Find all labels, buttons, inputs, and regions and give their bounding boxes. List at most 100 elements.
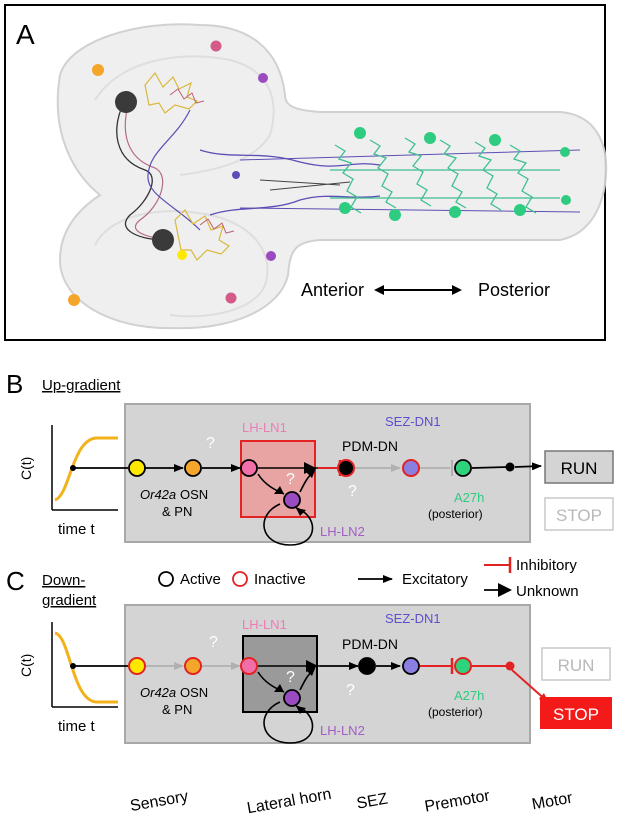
self-loop-lhln2 — [263, 701, 314, 744]
label-lhln1: LH-LN1 — [242, 420, 287, 435]
question-mark: ? — [286, 669, 295, 686]
node-osn — [128, 459, 146, 477]
unknown-head — [304, 462, 316, 474]
self-loop-lhln2 — [263, 503, 314, 546]
label-posterior: (posterior) — [428, 705, 483, 719]
legend-excitatory: Excitatory — [402, 571, 468, 588]
neurite-path — [259, 179, 351, 191]
panel-b: B Up-gradient C(t) time t — [6, 369, 614, 546]
run-label-down: RUN — [558, 656, 595, 675]
node-a27h — [454, 657, 472, 675]
panel-b-label: B — [6, 369, 23, 399]
run-label-up: RUN — [561, 459, 598, 478]
axis-arrowheads — [374, 285, 462, 295]
stage-lateral-horn: Lateral horn — [246, 786, 333, 818]
question-mark: ? — [286, 471, 295, 488]
plot-xlabel: time t — [58, 718, 96, 735]
question-mark: ? — [206, 435, 215, 452]
legend-active-symbol — [158, 571, 174, 587]
label-pn: & PN — [162, 504, 192, 519]
stage-sensory: Sensory — [129, 788, 190, 815]
run-box-up — [544, 450, 614, 484]
soma-orange-upper — [92, 64, 104, 76]
brain-lobe-outline — [94, 210, 269, 318]
segmental-motor-network — [330, 137, 560, 214]
label-pn: & PN — [162, 702, 192, 717]
panel-b-title: Up-gradient — [42, 377, 121, 394]
neurite-path — [199, 149, 381, 167]
panel-a: A — [16, 19, 608, 330]
motor-node — [505, 661, 515, 671]
soma-purple-upper — [258, 73, 268, 83]
stop-box-down — [540, 697, 612, 729]
node-pn — [184, 657, 202, 675]
panel-c-title-2: gradient — [42, 592, 97, 609]
label-osn: OSN — [180, 487, 208, 502]
unknown-head — [296, 508, 306, 516]
node-lhln1 — [240, 459, 258, 477]
label-lhln2: LH-LN2 — [320, 524, 365, 539]
question-mark: ? — [348, 483, 357, 500]
neuron-tuft-upper — [144, 71, 199, 114]
node-osn — [128, 657, 146, 675]
question-mark: ? — [346, 682, 355, 699]
stage-motor: Motor — [531, 790, 575, 814]
neurite-path — [147, 109, 201, 231]
neuron-tuft-lower — [174, 209, 230, 261]
soma-pink-upper — [210, 40, 222, 52]
panel-c: C Down- gradient C(t) time t — [6, 566, 612, 744]
motor-node — [505, 462, 515, 472]
soma-black-upper — [115, 91, 137, 113]
node-lhln2 — [283, 491, 301, 509]
soma-blue — [232, 171, 240, 179]
stop-label-down: STOP — [553, 705, 599, 724]
legend-inactive: Inactive — [254, 571, 306, 588]
plot-xlabel: time t — [58, 521, 96, 538]
motor-somata — [339, 127, 571, 221]
edge-motor-stop — [511, 669, 549, 703]
panel-c-title-1: Down- — [42, 572, 85, 589]
stage-labels: Sensory Lateral horn SEZ Premotor Motor — [129, 786, 575, 818]
label-lhln1: LH-LN1 — [242, 617, 287, 632]
legend-active: Active — [180, 571, 221, 588]
unknown-head — [306, 666, 316, 676]
legend-unknown-symbol — [498, 583, 512, 597]
question-mark: ? — [209, 634, 218, 651]
axis-label-posterior: Posterior — [478, 280, 550, 300]
edge-motor-run — [514, 462, 542, 471]
label-posterior: (posterior) — [428, 507, 483, 521]
unknown-head — [274, 486, 284, 494]
label-osn: OSN — [180, 685, 208, 700]
stage-sez: SEZ — [355, 790, 389, 812]
soma-yellow — [177, 250, 187, 260]
stop-label-up: STOP — [556, 506, 602, 525]
soma-black-lower — [152, 229, 174, 251]
label-pdmdn: PDM-DN — [342, 636, 398, 652]
plot-ylabel: C(t) — [18, 654, 34, 677]
stage-premotor: Premotor — [423, 787, 491, 815]
panel-c-label: C — [6, 566, 25, 596]
legend: Active Inactive Excitatory Inhibitory Un… — [158, 557, 579, 600]
node-pdmdn — [337, 459, 355, 477]
neurite-path — [209, 195, 381, 216]
lh-box-down — [242, 635, 318, 713]
label-sezdn1: SEZ-DN1 — [385, 611, 441, 626]
edge-a27h-motor — [471, 466, 509, 469]
axis-label-anterior: Anterior — [301, 280, 364, 300]
soma-purple-lower — [266, 251, 276, 261]
unknown-head — [296, 706, 306, 714]
label-pdmdn: PDM-DN — [342, 438, 398, 454]
concentration-curve-down — [54, 631, 118, 704]
node-sezdn1 — [402, 657, 420, 675]
legend-inhibitory: Inhibitory — [516, 557, 577, 574]
node-lhln2 — [283, 689, 301, 707]
label-lhln2: LH-LN2 — [320, 723, 365, 738]
label-a27h: A27h — [454, 688, 484, 703]
plot-ylabel: C(t) — [18, 457, 34, 480]
node-sezdn1 — [402, 459, 420, 477]
node-a27h — [454, 459, 472, 477]
unknown-head — [306, 468, 316, 478]
soma-orange-lower — [68, 294, 80, 306]
node-pn — [184, 459, 202, 477]
